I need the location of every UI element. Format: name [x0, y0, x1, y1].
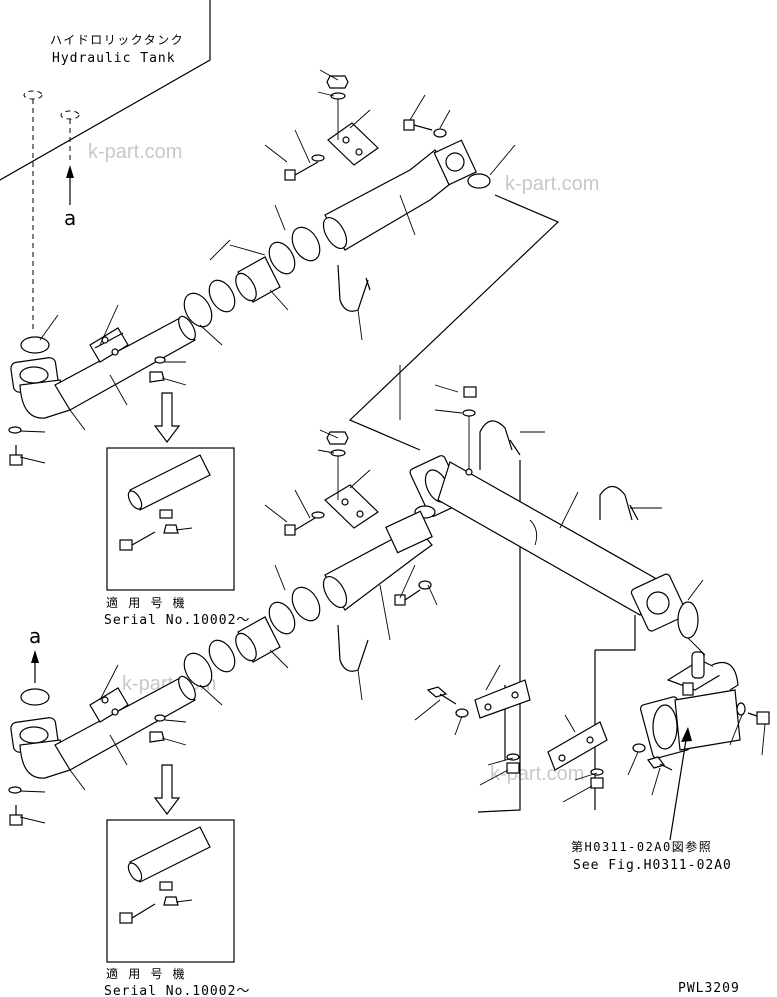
right-main-pipe [409, 384, 704, 639]
lower-right-parts: 第H0311-02A0図参照 See Fig.H0311-02A0 [414, 637, 770, 873]
inset-lower-jp: 適 用 号 機 [106, 966, 186, 981]
watermark-right: k-part.com [505, 173, 599, 195]
view-a-markers: a a [23, 90, 80, 683]
view-marker-top: a [64, 206, 76, 230]
inset-upper-en: Serial No.10002～ [104, 613, 250, 628]
tank-label-jp: ハイドロリックタンク [50, 33, 184, 47]
reference-en: See Fig.H0311-02A0 [573, 858, 732, 873]
arrow-up-icon [31, 650, 39, 663]
lower-pipe-assembly [8, 429, 438, 826]
inset-serial-upper: 適 用 号 機 Serial No.10002～ [104, 392, 250, 628]
watermark-bottom: k-part.com [490, 763, 584, 785]
arrow-down-icon [153, 392, 181, 443]
watermark-top: k-part.com [88, 141, 182, 163]
tank-label-en: Hydraulic Tank [52, 51, 176, 66]
view-marker-bottom: a [29, 624, 41, 648]
reference-jp: 第H0311-02A0図参照 [571, 839, 712, 854]
arrow-down-icon [153, 764, 181, 815]
inset-upper-jp: 適 用 号 機 [106, 595, 186, 610]
reference-arrow-icon [681, 727, 692, 742]
upper-pipe-assembly [8, 69, 516, 466]
inset-lower-en: Serial No.10002～ [104, 984, 250, 997]
inset-serial-lower: 適 用 号 機 Serial No.10002～ [104, 764, 250, 997]
hydraulic-tank-outline: ハイドロリックタンク Hydraulic Tank [0, 0, 211, 181]
arrow-up-icon [66, 165, 74, 178]
drawing-code: PWL3209 [678, 981, 740, 996]
